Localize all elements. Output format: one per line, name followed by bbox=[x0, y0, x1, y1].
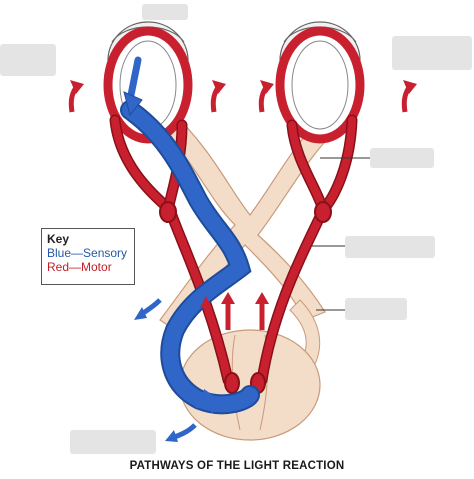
motor-arrows bbox=[68, 80, 417, 332]
label-mask-bottom-left bbox=[70, 430, 156, 454]
label-mask-right-3 bbox=[345, 298, 407, 320]
label-mask-right-2 bbox=[345, 236, 435, 258]
label-mask-top-right bbox=[392, 36, 472, 70]
leader-lines bbox=[312, 157, 370, 311]
sensory-arrows bbox=[134, 298, 222, 442]
figure-caption: PATHWAYS OF THE LIGHT REACTION bbox=[129, 460, 345, 472]
right-eye bbox=[275, 21, 365, 144]
key-motor-entry: Red—Motor bbox=[47, 260, 112, 274]
key-legend: Key Blue—Sensory Red—Motor bbox=[41, 228, 135, 285]
key-sensory-entry: Blue—Sensory bbox=[47, 246, 128, 260]
label-mask-top-left bbox=[0, 44, 56, 76]
label-mask-top bbox=[142, 4, 188, 20]
key-title: Key bbox=[47, 232, 70, 246]
label-mask-right-1 bbox=[370, 148, 434, 168]
sensory-pathway bbox=[120, 56, 260, 415]
motor-pathways bbox=[109, 114, 358, 394]
